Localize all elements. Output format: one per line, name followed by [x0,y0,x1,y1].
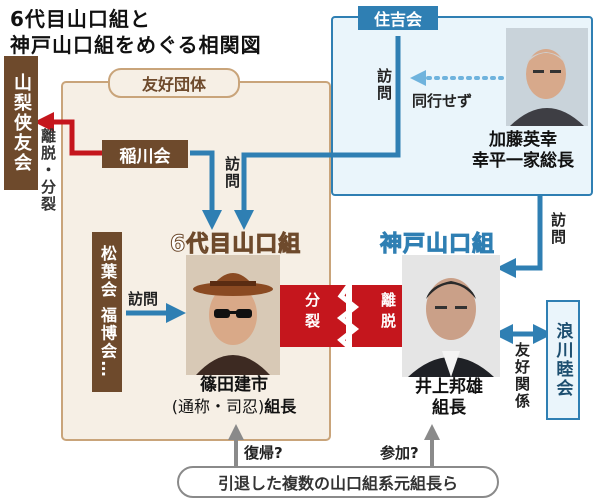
kato-name: 加藤英幸 [489,130,557,150]
fukki-label: 復帰? [244,444,283,462]
shinoda-portrait-icon [186,255,280,375]
shinoda-title: 組長 [264,397,297,416]
inagawa-kai-label: 稲川会 [119,146,171,167]
arrow-sumiyoshi-to-kobe [496,195,543,278]
inoue-caption: 井上邦雄 組長 [384,377,514,419]
yamanashi-kyoyukai-label: 山梨侠友会 [11,73,32,173]
yuko-kankei-label: 友好関係 [513,342,531,410]
kato-caption: 加藤英幸 幸平一家総長 [458,130,588,172]
shinoda-photo [186,255,280,375]
shoyo-fukuhaku-box: 松葉会 福博会… [92,232,122,392]
rokudaime-yamaguchi-label: 6代目山口組 [169,232,302,258]
inoue-portrait-icon [402,255,500,377]
inoue-name: 井上邦雄 [415,377,483,397]
sumiyoshi-kai-label: 住吉会 [373,10,422,29]
kobe-yamaguchi-label: 神戸山口組 [379,232,496,258]
yamanashi-kyoyukai-box: 山梨侠友会 [4,56,38,190]
inoue-photo [402,255,500,377]
sumiyoshi-kai-tag: 住吉会 [358,6,438,30]
inoue-title: 組長 [432,398,466,418]
shinoda-alias: (通称・司忍) [171,397,265,416]
inagawa-kai-box: 稲川会 [102,140,188,168]
ridatsu-text: 離脱 [379,292,397,334]
title-line-2: 神戸山口組をめぐる相関図 [10,33,262,57]
arrow-inagawa-to-rokudaime [190,150,222,230]
bunretsu-label: 分裂 [296,292,324,334]
retired-pill [177,466,499,498]
shoyo-fukuhaku-label: 松葉会 福博会… [98,245,117,379]
kato-portrait-icon [506,28,588,126]
arrow-sumiyoshi-to-rokudaime [234,36,401,230]
shinoda-name: 篠田建市 [200,375,268,395]
retired-bosses-box: 引退した複数の山口組系元組長ら [180,469,496,495]
shinoda-caption: 篠田建市 (通称・司忍)組長 [168,375,300,417]
shinoda-alias-title: (通称・司忍)組長 [168,396,300,417]
kato-title: 幸平一家総長 [472,151,574,171]
title-line-1: 6代目山口組と [10,7,151,31]
sanka-label: 参加? [380,444,419,462]
bunretsu-text: 分裂 [303,292,321,334]
namikawa-mutsumikai-box: 浪川睦会 [546,300,580,420]
kato-photo [506,28,588,126]
homon-inagawa-label: 訪問 [223,156,241,190]
homon-sumiyoshi-label: 訪問 [375,68,393,102]
split-tear [336,283,360,349]
diagram-title: 6代目山口組と 神戸山口組をめぐる相関図 [10,6,262,58]
ridatsu-label: 離脱 [372,292,400,334]
doko-sezu-label: 同行せず [412,92,473,110]
retired-bosses-label: 引退した複数の山口組系元組長ら [217,474,458,493]
ridatsu-bunretsu-label: 離脱・分裂 [39,128,57,213]
split-band-left [276,285,346,347]
homon-shoyo-label: 訪問 [128,290,159,308]
namikawa-mutsumikai-label: 浪川睦会 [552,322,573,398]
yuko-dantai-label: 友好団体 [141,75,206,94]
homon-kobe-label: 訪問 [549,212,567,246]
yuko-dantai-tag: 友好団体 [108,68,240,98]
arrow-ridatsu-bunretsu [34,112,102,156]
